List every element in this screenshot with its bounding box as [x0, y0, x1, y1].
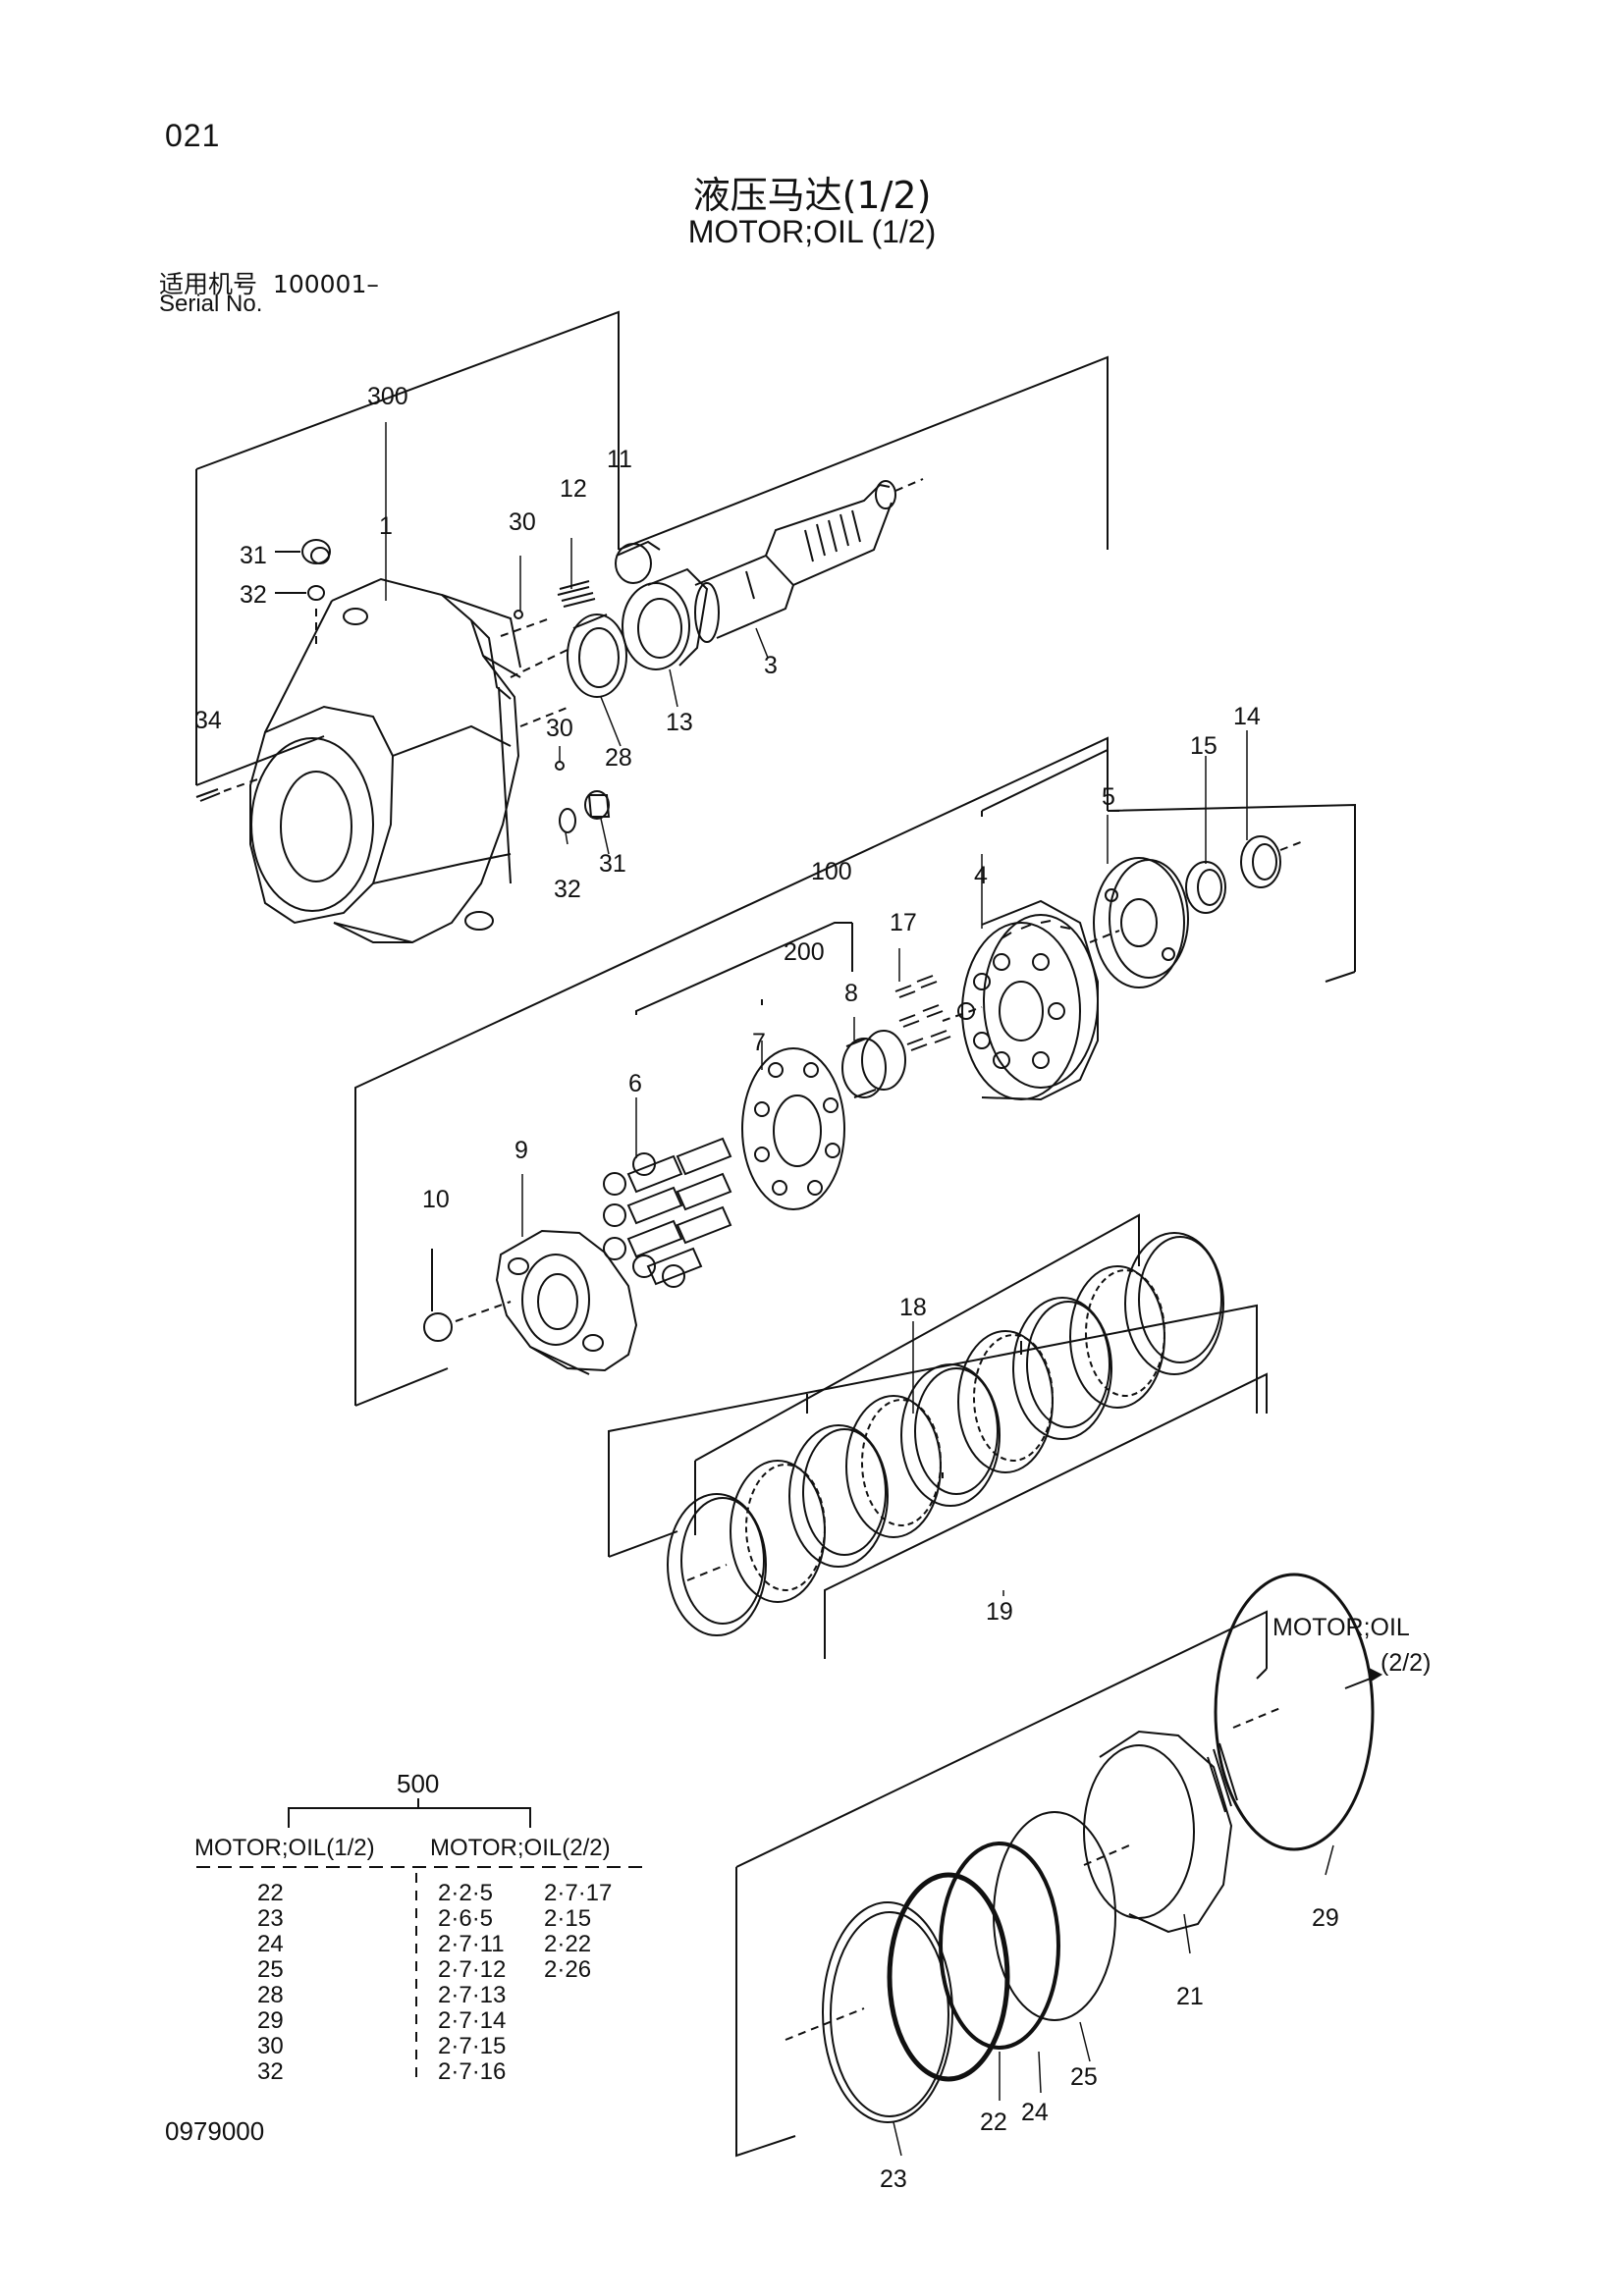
callout-22: 22: [980, 2109, 1007, 2136]
callout-15: 15: [1190, 732, 1218, 760]
cylinder-block: [942, 899, 1099, 1101]
callout-labels: 300 1 31 32 34 30 12 11 3 28 13 30 32 31…: [194, 383, 1339, 2193]
col3-item: 2·15: [544, 1905, 591, 1932]
callout-9: 9: [514, 1137, 528, 1164]
continuation-label: MOTOR;OIL: [1272, 1614, 1410, 1641]
col1-item: 24: [257, 1931, 284, 1957]
serial-label: 适用机号 100001–: [159, 265, 379, 300]
callout-21: 21: [1176, 1983, 1204, 2010]
callout-14: 14: [1233, 703, 1261, 730]
callout-24: 24: [1021, 2099, 1049, 2126]
callout-10: 10: [422, 1186, 450, 1213]
screw-34: [195, 778, 258, 802]
bracket-group-100: [354, 736, 1119, 1407]
col1-item: 22: [257, 1880, 284, 1906]
retainer-plate-7: [741, 1047, 845, 1210]
callout-4: 4: [974, 862, 988, 889]
callout-8: 8: [844, 980, 858, 1007]
callout-19: 19: [986, 1598, 1013, 1626]
col2-item: 2·7·11: [438, 1931, 505, 1957]
group-500-bracket: [196, 1798, 648, 2085]
springs-17: [894, 975, 951, 1051]
callout-30-bottom: 30: [546, 715, 573, 742]
callout-31-top: 31: [240, 542, 267, 569]
callout-31-bottom: 31: [599, 850, 626, 878]
serial-value: 100001–: [272, 270, 379, 298]
col2-item: 2·2·5: [438, 1880, 493, 1906]
callout-17: 17: [890, 909, 917, 936]
col1-item: 23: [257, 1905, 284, 1932]
callout-34: 34: [194, 707, 222, 734]
callout-300: 300: [367, 383, 408, 410]
bracket-group-5-14: [981, 748, 1356, 983]
seal-rings-22-25: [785, 1811, 1116, 2123]
serial-label-cn: 适用机号: [159, 270, 258, 298]
serial-label-en: Serial No.: [159, 291, 263, 317]
callout-28: 28: [605, 744, 632, 772]
callout-32-bottom: 32: [554, 876, 581, 903]
motor-housing: [249, 577, 521, 943]
col1-header: MOTOR;OIL(1/2): [194, 1835, 375, 1861]
output-shaft: [694, 478, 924, 643]
callout-29: 29: [1312, 1904, 1339, 1932]
callout-11: 11: [607, 446, 632, 473]
col1-item: 30: [257, 2033, 284, 2059]
ball-10: [423, 1249, 512, 1342]
callout-32-top: 32: [240, 581, 267, 609]
pistons-6: [603, 1137, 732, 1288]
piston-21: [1083, 1730, 1238, 1934]
callout-13: 13: [666, 709, 693, 736]
callout-12: 12: [560, 475, 587, 503]
bearing-13: [622, 567, 709, 670]
col1-item: 29: [257, 2007, 284, 2034]
col2-item: 2·7·15: [438, 2033, 506, 2059]
group-500-table: 500 MOTOR;OIL(1/2) MOTOR;OIL(2/2) 22 23 …: [194, 1769, 612, 2085]
bearing-14: [1240, 835, 1307, 888]
title-english: MOTOR;OIL (1/2): [687, 214, 937, 249]
callout-6: 6: [628, 1070, 642, 1097]
title-chinese: 液压马达(1/2): [692, 174, 932, 217]
plug-31-bottom: [559, 790, 611, 833]
callout-5: 5: [1102, 783, 1115, 811]
callout-200: 200: [784, 938, 825, 966]
leader-lines: [285, 422, 1334, 2157]
continuation-page: (2/2): [1380, 1649, 1431, 1677]
callout-3: 3: [764, 652, 778, 679]
col1-item: 25: [257, 1956, 284, 1983]
col3-item: 2·7·17: [544, 1880, 612, 1906]
continuation-note: MOTOR;OIL (2/2): [1272, 1614, 1431, 1677]
page-number: 021: [165, 118, 221, 153]
callout-18: 18: [899, 1294, 927, 1321]
col1-item: 28: [257, 1982, 284, 2008]
friction-plates: [667, 1232, 1224, 1636]
retainer-8: [841, 1030, 906, 1098]
drawing-number: 0979000: [165, 2116, 265, 2146]
callout-1: 1: [379, 512, 393, 540]
callout-100: 100: [811, 858, 852, 885]
swash-plate-9: [495, 1229, 638, 1375]
col2-header: MOTOR;OIL(2/2): [430, 1835, 611, 1861]
callout-23: 23: [880, 2165, 907, 2193]
col2-item: 2·7·13: [438, 1982, 506, 2008]
o-ring-29: [1214, 1573, 1383, 1851]
col2-item: 2·6·5: [438, 1905, 493, 1932]
plug-31-top: [275, 539, 331, 648]
bracket-bottom: [735, 1610, 1268, 2158]
col3-item: 2·26: [544, 1956, 591, 1983]
seal-28: [567, 614, 627, 698]
col3-item: 2·22: [544, 1931, 591, 1957]
bearing-15: [1185, 861, 1226, 914]
callout-25: 25: [1070, 2063, 1098, 2091]
col2-item: 2·7·16: [438, 2058, 506, 2085]
bracket-group-200: [635, 922, 853, 1015]
bracket-shaft: [618, 355, 1109, 551]
col2-item: 2·7·12: [438, 1956, 506, 1983]
valve-plate-5: [1089, 857, 1189, 988]
col1-item: 32: [257, 2058, 284, 2085]
callout-7: 7: [752, 1029, 766, 1056]
callout-30-top: 30: [509, 508, 536, 536]
col2-item: 2·7·14: [438, 2007, 506, 2034]
group-number: 500: [397, 1769, 439, 1798]
